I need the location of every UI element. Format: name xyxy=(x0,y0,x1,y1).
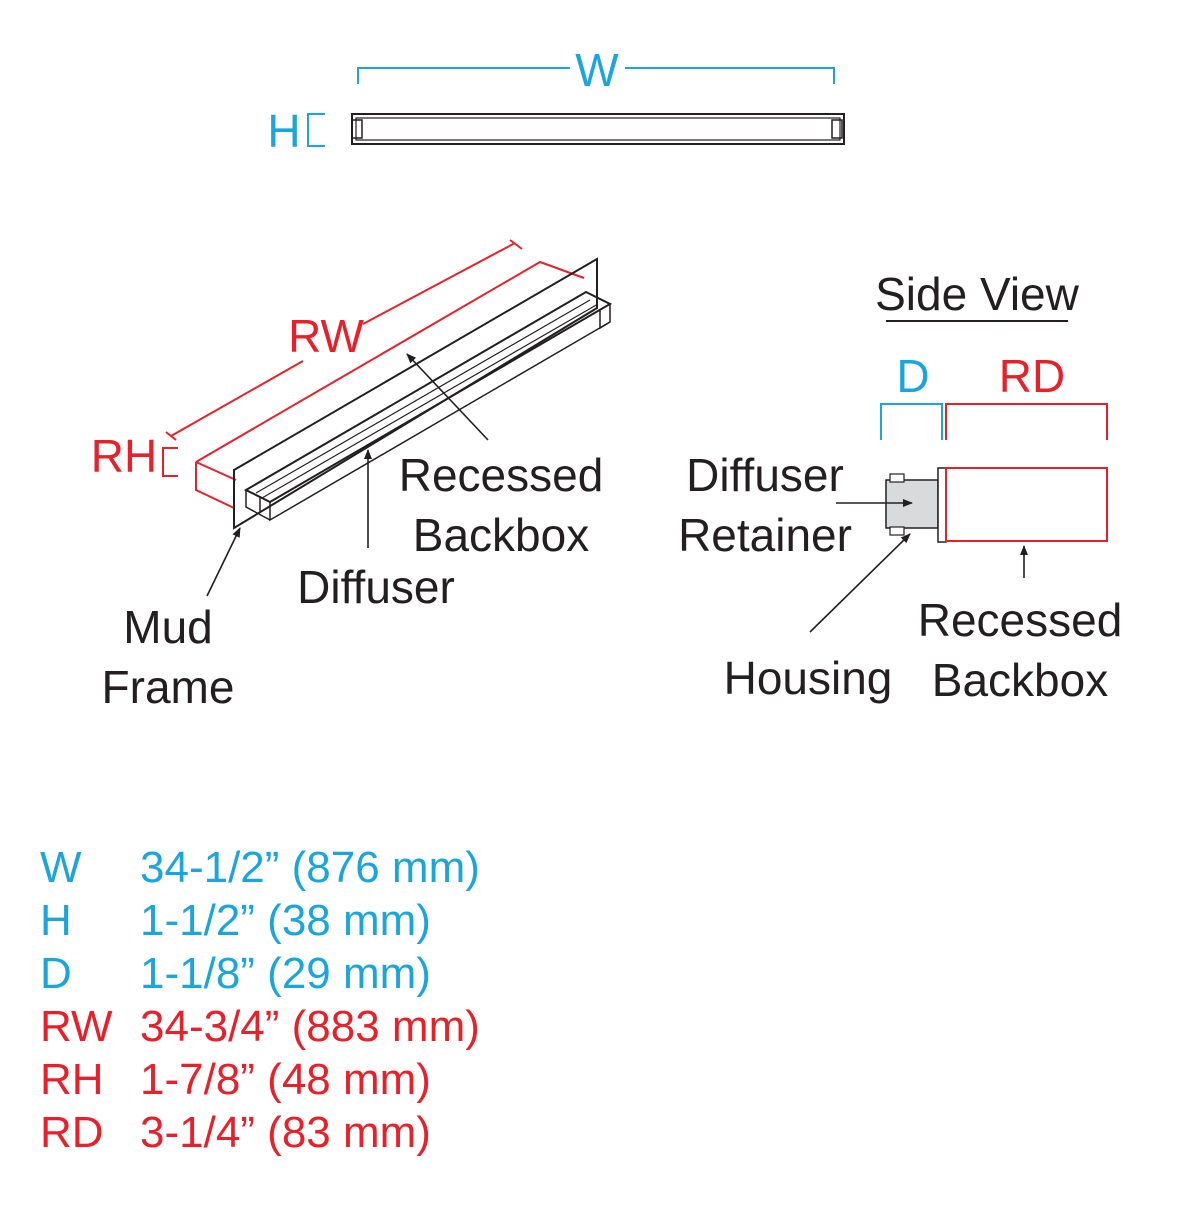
spec-value-d: 1-1/8” (29 mm) xyxy=(140,949,431,998)
side-mud-frame-plate xyxy=(937,467,947,543)
rh-dimension-line xyxy=(162,447,178,477)
side-recessed-backbox xyxy=(945,467,1108,542)
spec-value-rd: 3-1/4” (83 mm) xyxy=(140,1108,431,1157)
diffuser-right-end xyxy=(599,310,611,330)
recessed-backbox-label-line1: Recessed xyxy=(399,449,604,501)
recessed-backbox-outline xyxy=(195,260,585,509)
diffuser-slot xyxy=(255,299,599,499)
d-dimension-label: D xyxy=(896,350,929,402)
rw-dimension-label: RW xyxy=(288,310,364,362)
mud-frame-label-line2: Frame xyxy=(102,661,235,713)
d-dimension-line xyxy=(880,403,943,440)
side-view: Side View D RD xyxy=(809,268,1108,633)
housing-leader xyxy=(809,533,911,633)
diffuser-left-end xyxy=(245,490,271,521)
front-view: W H xyxy=(267,44,845,157)
spec-value-h: 1-1/2” (38 mm) xyxy=(140,896,431,945)
mud-frame-plate xyxy=(233,257,598,530)
w-dimension-line xyxy=(357,67,835,84)
spec-key-rh: RH xyxy=(40,1055,104,1104)
housing-top-lip xyxy=(889,473,905,483)
spec-key-w: W xyxy=(40,843,82,892)
isometric-view: RW RH xyxy=(91,239,613,597)
diffuser-retainer-label-line1: Diffuser xyxy=(686,449,844,501)
mud-frame-leader xyxy=(206,527,241,597)
recessed-backbox-leader xyxy=(406,353,489,441)
grille-left-end xyxy=(351,119,363,139)
spec-key-d: D xyxy=(40,949,72,998)
rd-dimension-line xyxy=(945,403,1108,440)
side-recessed-backbox-label-line2: Backbox xyxy=(932,654,1108,706)
diffuser-label: Diffuser xyxy=(297,561,455,613)
h-dimension-label: H xyxy=(267,105,300,157)
grille-right-end xyxy=(831,119,843,139)
rw-dimension-line xyxy=(165,239,523,441)
spec-table: W 34-1/2” (876 mm) H 1-1/2” (38 mm) D 1-… xyxy=(40,843,480,1157)
housing-body xyxy=(885,479,939,529)
side-view-title: Side View xyxy=(875,268,1080,320)
spec-value-rw: 34-3/4” (883 mm) xyxy=(140,1002,480,1051)
spec-key-h: H xyxy=(40,896,72,945)
h-dimension-line xyxy=(307,113,325,147)
grille-front-inner xyxy=(355,117,841,141)
w-dimension-label: W xyxy=(575,44,619,96)
spec-value-w: 34-1/2” (876 mm) xyxy=(140,843,480,892)
mud-frame-label-line1: Mud xyxy=(123,601,212,653)
side-recessed-backbox-label-line1: Recessed xyxy=(918,594,1123,646)
spec-key-rd: RD xyxy=(40,1108,104,1157)
spec-key-rw: RW xyxy=(40,1002,113,1051)
recessed-backbox-label-line2: Backbox xyxy=(413,509,589,561)
housing-bottom-lip xyxy=(889,526,905,536)
housing-label: Housing xyxy=(724,652,893,704)
spec-value-rh: 1-7/8” (48 mm) xyxy=(140,1055,431,1104)
rh-dimension-label: RH xyxy=(91,430,157,482)
rd-dimension-label: RD xyxy=(999,350,1065,402)
diffuser-retainer-label-line2: Retainer xyxy=(678,509,852,561)
